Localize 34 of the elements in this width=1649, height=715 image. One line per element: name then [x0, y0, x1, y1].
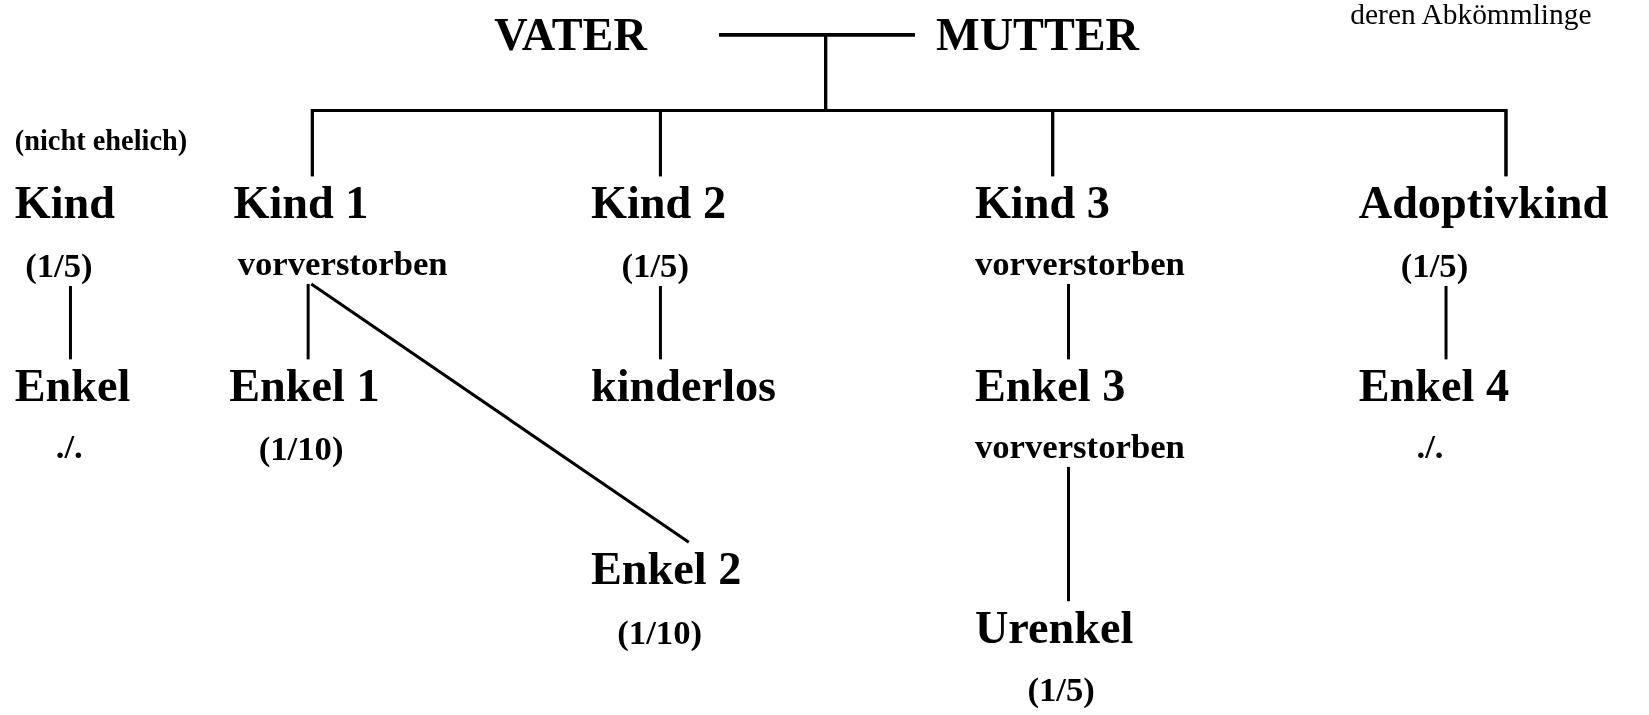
family-line: [658, 286, 662, 360]
status-text: (1/5): [1400, 246, 1469, 286]
status-text: vorverstorben: [974, 244, 1185, 284]
person-name: Kind 3: [974, 176, 1110, 230]
person-name: Enkel 4: [1358, 359, 1510, 413]
person-name: Enkel 3: [974, 359, 1126, 413]
status-text: vorverstorben: [974, 427, 1185, 467]
person-name: MUTTER: [935, 8, 1140, 62]
status-text: ./.: [55, 427, 83, 467]
family-line: [1444, 286, 1448, 360]
person-name: Kind: [14, 176, 115, 230]
status-text: (1/10): [258, 429, 344, 469]
person-name: Enkel 2: [591, 542, 742, 596]
status-text: (1/5): [25, 246, 93, 286]
status-text: vorverstorben: [237, 244, 448, 284]
person-name: Enkel: [14, 359, 131, 413]
person-name: VATER: [494, 8, 647, 62]
status-text: (1/5): [621, 246, 689, 286]
person-name: Kind 2: [591, 176, 727, 230]
family-line: [1067, 466, 1070, 602]
status-text: (1/10): [617, 613, 703, 654]
person-name: Kind 1: [233, 176, 369, 230]
person-name: Adoptivkind: [1358, 176, 1609, 230]
status-text: ./.: [1416, 427, 1444, 467]
person-name: Urenkel: [974, 601, 1134, 655]
family-line: [310, 282, 690, 544]
person-name: Enkel 1: [229, 359, 380, 413]
family-line: [1067, 283, 1070, 360]
status-text: (1/5): [1027, 669, 1095, 710]
family-line: [306, 283, 310, 360]
person-name: kinderlos: [591, 359, 777, 413]
family-line: [68, 286, 72, 360]
note-text: (nicht ehelich): [14, 124, 188, 158]
note-text: deren Abkömmlinge: [1350, 0, 1592, 32]
